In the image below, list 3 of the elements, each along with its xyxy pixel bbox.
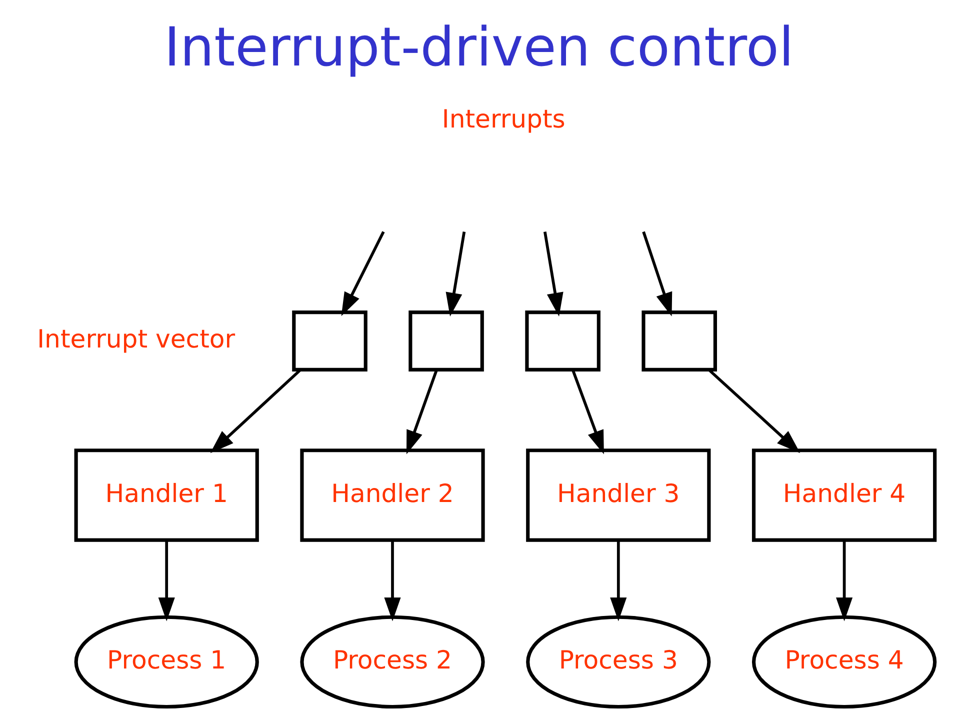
diagram-title: Interrupt-driven control: [164, 15, 794, 78]
label: Interrupt vector: [36, 324, 235, 354]
label: Interrupts: [441, 104, 565, 134]
